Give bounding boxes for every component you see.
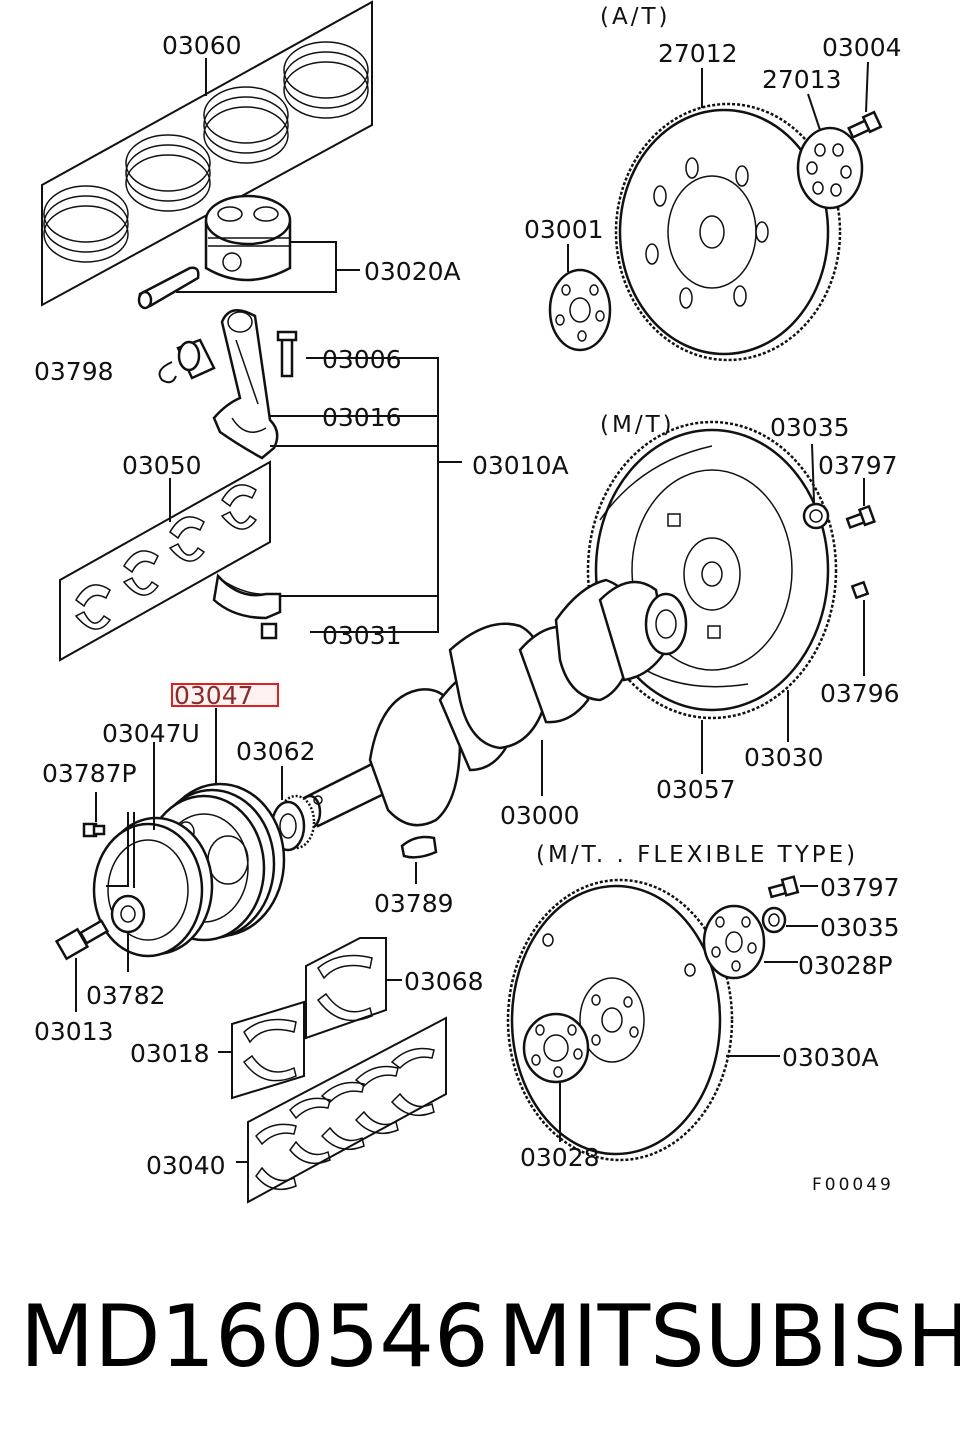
label-03028: 03028 bbox=[520, 1143, 600, 1172]
figure-code: F00049 bbox=[812, 1175, 894, 1195]
label-03796: 03796 bbox=[820, 679, 900, 708]
rod-cap bbox=[212, 573, 282, 640]
label-03016: 03016 bbox=[322, 403, 402, 432]
section-mt-label: (M/T) bbox=[600, 412, 675, 438]
mt-flywheel-bolt bbox=[845, 504, 876, 530]
label-03010A: 03010A bbox=[472, 451, 569, 480]
label-03060: 03060 bbox=[162, 31, 242, 60]
label-03797-mt: 03797 bbox=[818, 451, 898, 480]
label-03797-flex: 03797 bbox=[820, 873, 900, 902]
label-03018: 03018 bbox=[130, 1039, 210, 1068]
section-mt-flex-label: (M/T. . FLEXIBLE TYPE) bbox=[536, 842, 858, 868]
label-27012: 27012 bbox=[658, 39, 738, 68]
piston-pin bbox=[137, 266, 200, 310]
label-03798: 03798 bbox=[34, 357, 114, 386]
label-03030: 03030 bbox=[744, 743, 824, 772]
label-03004: 03004 bbox=[822, 33, 902, 62]
label-03782: 03782 bbox=[86, 981, 166, 1010]
label-03028P: 03028P bbox=[798, 951, 893, 980]
label-03013: 03013 bbox=[34, 1017, 114, 1046]
crankshaft bbox=[298, 578, 688, 830]
flex-flywheel-bolt bbox=[767, 875, 800, 899]
thrust-bearing-03018 bbox=[231, 1000, 305, 1100]
part-number: MD160546 bbox=[20, 1287, 489, 1387]
section-at-label: (A/T) bbox=[600, 4, 670, 30]
snap-ring bbox=[158, 361, 177, 384]
label-03040: 03040 bbox=[146, 1151, 226, 1180]
flex-plate-03028P bbox=[702, 904, 766, 980]
damper-pulley-front bbox=[92, 816, 214, 958]
highlight-box-03047 bbox=[171, 683, 279, 707]
label-03000: 03000 bbox=[500, 801, 580, 830]
label-03035-flex: 03035 bbox=[820, 913, 900, 942]
dowel-pin bbox=[850, 580, 870, 600]
label-03789: 03789 bbox=[374, 889, 454, 918]
pulley-bolt-03787P bbox=[82, 822, 106, 838]
at-adapter-plate bbox=[796, 126, 864, 210]
crank-bolt-03013 bbox=[54, 919, 110, 961]
label-03001: 03001 bbox=[524, 215, 604, 244]
flex-plate-03028 bbox=[522, 1012, 590, 1084]
label-03787P: 03787P bbox=[42, 759, 137, 788]
at-plate-03001 bbox=[548, 268, 612, 352]
connecting-rod bbox=[212, 309, 279, 460]
mt-pilot-bearing bbox=[802, 502, 830, 530]
rod-bolt bbox=[276, 330, 298, 378]
at-bolt bbox=[847, 110, 883, 139]
piston-rings-group bbox=[41, 0, 373, 307]
label-03031: 03031 bbox=[322, 621, 402, 650]
label-03020A: 03020A bbox=[364, 257, 461, 286]
conrod-bearings-group bbox=[59, 460, 271, 662]
label-27013: 27013 bbox=[762, 65, 842, 94]
brand-name: MITSUBISHI bbox=[498, 1287, 960, 1387]
label-03068: 03068 bbox=[404, 967, 484, 996]
label-03062: 03062 bbox=[236, 737, 316, 766]
label-03006: 03006 bbox=[322, 345, 402, 374]
label-03050: 03050 bbox=[122, 451, 202, 480]
label-03047: 03047 bbox=[174, 681, 254, 710]
piston bbox=[204, 194, 292, 282]
flex-flywheel-03030A bbox=[506, 878, 734, 1162]
small-end-bushing bbox=[176, 338, 216, 380]
at-drive-plate bbox=[614, 102, 842, 362]
label-03035-mt: 03035 bbox=[770, 413, 850, 442]
label-03030A: 03030A bbox=[782, 1043, 879, 1072]
main-bearings-03040 bbox=[247, 1016, 447, 1204]
flex-pilot-bearing bbox=[761, 906, 787, 934]
woodruff-key bbox=[400, 835, 438, 859]
label-03047U: 03047U bbox=[102, 719, 200, 748]
label-03057: 03057 bbox=[656, 775, 736, 804]
thrust-bearing-03068 bbox=[305, 937, 387, 1040]
